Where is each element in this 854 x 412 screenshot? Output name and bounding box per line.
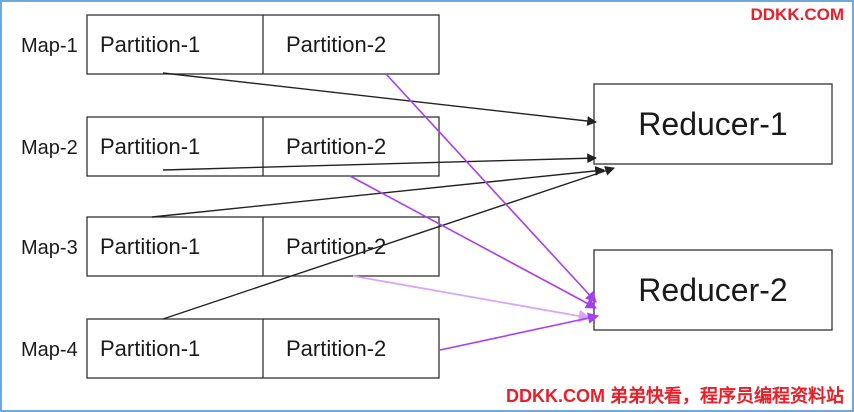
arrow-map-2-p1-to-reducer-1	[162, 153, 597, 171]
map-1-row: Map-1 Partition-1 Partition-2	[21, 14, 440, 75]
watermark-bottom: DDKK.COM 弟弟快看，程序员编程资料站	[506, 386, 844, 406]
reducer-2-box	[593, 249, 833, 331]
arrow-map-2-p2-to-reducer-2	[349, 175, 597, 309]
map-3-row: Map-3 Partition-1 Partition-2	[21, 216, 440, 277]
map-2-label: Map-2	[21, 137, 78, 159]
map-2-partition-1: Partition-1	[100, 134, 200, 159]
map-4-label: Map-4	[21, 339, 78, 361]
arrow-map-3-p1-to-reducer-1	[151, 166, 605, 218]
map-2-row: Map-2 Partition-1 Partition-2	[21, 116, 440, 177]
reducer-1: Reducer-1	[593, 83, 833, 165]
map-1-partition-2: Partition-2	[286, 32, 386, 57]
map-1-label: Map-1	[21, 35, 78, 57]
arrow-map-4-p2-to-reducer-2	[439, 312, 600, 351]
map-3-partition-2: Partition-2	[286, 234, 386, 259]
map-3-partition-1: Partition-1	[100, 234, 200, 259]
map-3-label: Map-3	[21, 237, 78, 259]
map-4-partition-2: Partition-2	[286, 336, 386, 361]
map-4-partition-1: Partition-1	[100, 336, 200, 361]
arrow-map-1-p2-to-reducer-2	[385, 73, 597, 303]
watermark-top: DDKK.COM	[750, 5, 845, 24]
map-2-partition-2: Partition-2	[286, 134, 386, 159]
reducer-1-label: Reducer-1	[638, 106, 787, 142]
arrow-map-3-p2-to-reducer-2	[352, 275, 592, 323]
reducer-2: Reducer-2	[593, 249, 833, 331]
map-4-row: Map-4 Partition-1 Partition-2	[21, 318, 440, 379]
reducer-2-label: Reducer-2	[638, 272, 787, 308]
map-1-partition-1: Partition-1	[100, 32, 200, 57]
arrow-map-1-p1-to-reducer-1	[162, 72, 597, 126]
arrow-map-4-p1-to-reducer-1	[162, 166, 615, 320]
